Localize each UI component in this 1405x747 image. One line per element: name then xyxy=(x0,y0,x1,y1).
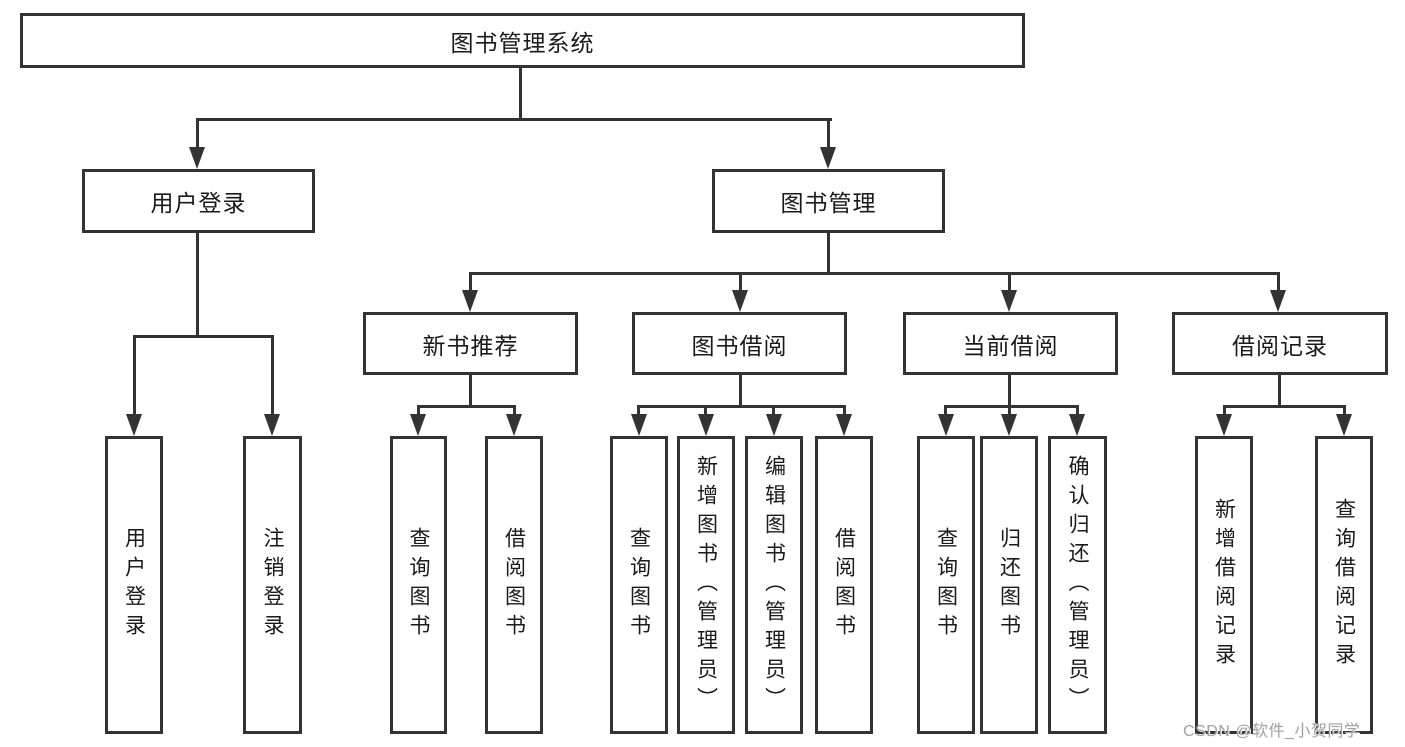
connector-g1-branch xyxy=(417,405,516,408)
connector-g4-branch xyxy=(1223,405,1345,408)
leaf-return-book: 归还图书 xyxy=(980,436,1038,734)
node-current-borrow: 当前借阅 xyxy=(903,312,1118,375)
connector-g2-drop4 xyxy=(843,405,846,415)
node-root: 图书管理系统 xyxy=(20,13,1025,68)
connector-level3-branch xyxy=(469,272,1280,275)
connector-g4-stem xyxy=(1278,375,1281,407)
leaf-add-borrow-record-label: 新增借阅记录 xyxy=(1212,498,1236,672)
node-book-borrow: 图书借阅 xyxy=(632,312,847,375)
arrow-user-login xyxy=(189,147,205,169)
node-borrow-records: 借阅记录 xyxy=(1172,312,1388,375)
connector-g3-drop2 xyxy=(1008,405,1011,415)
arrow-leaf-logout xyxy=(264,414,280,436)
connector-drop-book-borrow xyxy=(739,272,742,290)
leaf-query-borrow-record-label: 查询借阅记录 xyxy=(1332,498,1356,672)
leaf-add-book-admin: 新增图书（管理员） xyxy=(677,436,735,734)
leaf-borrow-book-2-label: 借阅图书 xyxy=(832,527,856,643)
connector-root-stem xyxy=(519,68,522,118)
connector-drop-user-login xyxy=(196,118,199,148)
arrow-g3-leaf3 xyxy=(1069,414,1085,436)
leaf-query-book-2: 查询图书 xyxy=(610,436,668,734)
connector-g2-drop1 xyxy=(637,405,640,415)
arrow-g2-leaf1 xyxy=(631,414,647,436)
connector-drop-new-book xyxy=(469,272,472,290)
connector-g3-branch xyxy=(944,405,1079,408)
csdn-watermark: CSDN @软件_小贺同学 xyxy=(1183,723,1361,740)
connector-g1-drop1 xyxy=(417,405,420,415)
arrow-g3-leaf2 xyxy=(1001,414,1017,436)
connector-g1-stem xyxy=(469,375,472,407)
leaf-query-borrow-record: 查询借阅记录 xyxy=(1315,436,1373,734)
arrow-book-mgmt xyxy=(820,147,836,169)
leaf-return-book-label: 归还图书 xyxy=(997,527,1021,643)
arrow-g2-leaf2 xyxy=(698,414,714,436)
arrow-g4-leaf2 xyxy=(1336,414,1352,436)
leaf-borrow-book-2: 借阅图书 xyxy=(815,436,873,734)
leaf-query-book-1: 查询图书 xyxy=(390,436,447,734)
connector-level2-branch xyxy=(196,118,832,121)
connector-drop-current-borrow xyxy=(1008,272,1011,290)
leaf-logout: 注销登录 xyxy=(243,436,302,734)
leaf-user-login: 用户登录 xyxy=(105,436,163,734)
leaf-user-login-label: 用户登录 xyxy=(122,527,146,643)
connector-g2-stem xyxy=(739,375,742,407)
connector-g3-drop3 xyxy=(1076,405,1079,415)
leaf-query-book-3: 查询图书 xyxy=(917,436,975,734)
leaf-borrow-book-1-label: 借阅图书 xyxy=(502,527,526,643)
leaf-add-borrow-record: 新增借阅记录 xyxy=(1195,436,1253,734)
node-user-login: 用户登录 xyxy=(82,169,315,233)
connector-g3-drop1 xyxy=(944,405,947,415)
arrow-g3-leaf1 xyxy=(938,414,954,436)
arrow-g4-leaf1 xyxy=(1216,414,1232,436)
connector-user-login-branch xyxy=(133,335,274,338)
arrow-new-book xyxy=(462,290,478,312)
node-new-book-recommend: 新书推荐 xyxy=(363,312,578,375)
connector-drop-leaf-logout xyxy=(271,335,274,414)
node-book-mgmt: 图书管理 xyxy=(712,169,945,233)
connector-book-mgmt-stem xyxy=(827,233,830,272)
leaf-query-book-2-label: 查询图书 xyxy=(627,527,651,643)
connector-drop-leaf-login xyxy=(133,335,136,414)
arrow-g1-leaf1 xyxy=(410,414,426,436)
connector-g2-drop3 xyxy=(772,405,775,415)
arrow-g1-leaf2 xyxy=(506,414,522,436)
arrow-current-borrow xyxy=(1001,290,1017,312)
leaf-edit-book-admin-label: 编辑图书（管理员） xyxy=(762,454,786,716)
connector-g1-drop2 xyxy=(513,405,516,415)
leaf-confirm-return-admin: 确认归还（管理员） xyxy=(1048,436,1107,734)
connector-g3-stem xyxy=(1008,375,1011,407)
connector-g2-branch xyxy=(637,405,846,408)
connector-user-login-stem xyxy=(196,233,199,335)
connector-g2-drop2 xyxy=(704,405,707,415)
leaf-confirm-return-admin-label: 确认归还（管理员） xyxy=(1066,454,1089,716)
arrow-borrow-records xyxy=(1270,290,1286,312)
leaf-query-book-1-label: 查询图书 xyxy=(407,527,430,643)
leaf-logout-label: 注销登录 xyxy=(261,527,284,643)
arrow-g2-leaf4 xyxy=(836,414,852,436)
connector-drop-book-mgmt xyxy=(827,118,830,148)
arrow-leaf-login xyxy=(126,414,142,436)
connector-g4-drop1 xyxy=(1223,405,1226,415)
leaf-add-book-admin-label: 新增图书（管理员） xyxy=(694,454,718,716)
leaf-query-book-3-label: 查询图书 xyxy=(934,527,958,643)
leaf-borrow-book-1: 借阅图书 xyxy=(485,436,543,734)
connector-g4-drop2 xyxy=(1343,405,1346,415)
arrow-g2-leaf3 xyxy=(766,414,782,436)
connector-drop-borrow-records xyxy=(1277,272,1280,290)
leaf-edit-book-admin: 编辑图书（管理员） xyxy=(745,436,803,734)
arrow-book-borrow xyxy=(732,290,748,312)
